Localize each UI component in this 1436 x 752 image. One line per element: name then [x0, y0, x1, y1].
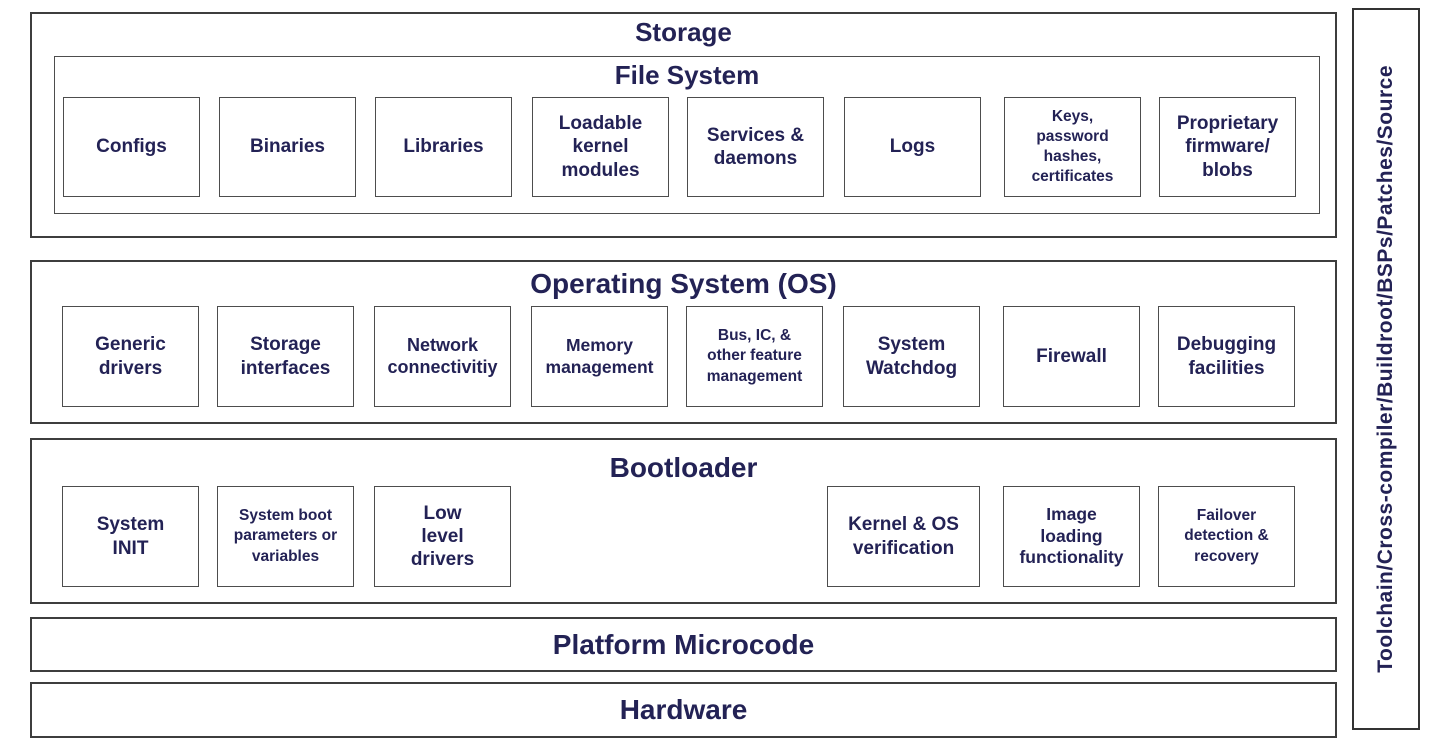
- box-bus-ic-feature-management: Bus, IC, & other feature management: [686, 306, 823, 407]
- box-firewall: Firewall: [1003, 306, 1140, 407]
- box-kernel-os-verification: Kernel & OS verification: [827, 486, 980, 587]
- platform-microcode-title: Platform Microcode: [552, 628, 815, 660]
- storage-title: Storage: [635, 17, 732, 47]
- box-low-level-drivers: Low level drivers: [374, 486, 511, 587]
- box-system-boot-parameters: System boot parameters or variables: [217, 486, 354, 587]
- box-storage-interfaces: Storage interfaces: [217, 306, 354, 407]
- hardware-bar: Hardware: [30, 682, 1337, 738]
- os-section: Operating System (OS) Generic drivers St…: [30, 260, 1337, 424]
- bootloader-section: Bootloader System INIT System boot param…: [30, 438, 1337, 604]
- toolchain-sidebar: Toolchain/Cross-compiler/Buildroot/BSPs/…: [1352, 8, 1420, 730]
- box-proprietary-firmware-blobs: Proprietary firmware/ blobs: [1159, 97, 1296, 197]
- box-binaries: Binaries: [219, 97, 356, 197]
- box-system-watchdog: System Watchdog: [843, 306, 980, 407]
- box-loadable-kernel-modules: Loadable kernel modules: [532, 97, 669, 197]
- box-keys-password-hashes-certificates: Keys, password hashes, certificates: [1004, 97, 1141, 197]
- bootloader-title: Bootloader: [609, 452, 758, 483]
- platform-microcode-bar: Platform Microcode: [30, 617, 1337, 672]
- box-generic-drivers: Generic drivers: [62, 306, 199, 407]
- file-system-container: File System Configs Binaries Libraries L…: [54, 56, 1320, 214]
- os-title: Operating System (OS): [530, 268, 837, 299]
- toolchain-sidebar-label: Toolchain/Cross-compiler/Buildroot/BSPs/…: [1374, 65, 1397, 673]
- box-memory-management: Memory management: [531, 306, 668, 407]
- box-image-loading-functionality: Image loading functionality: [1003, 486, 1140, 587]
- box-debugging-facilities: Debugging facilities: [1158, 306, 1295, 407]
- box-libraries: Libraries: [375, 97, 512, 197]
- file-system-title: File System: [614, 60, 760, 90]
- box-failover-detection-recovery: Failover detection & recovery: [1158, 486, 1295, 587]
- box-network-connectivity: Network connectivitiy: [374, 306, 511, 407]
- box-services-daemons: Services & daemons: [687, 97, 824, 197]
- hardware-title: Hardware: [619, 694, 748, 725]
- storage-section: Storage File System Configs Binaries Lib…: [30, 12, 1337, 238]
- box-logs: Logs: [844, 97, 981, 197]
- box-system-init: System INIT: [62, 486, 199, 587]
- box-configs: Configs: [63, 97, 200, 197]
